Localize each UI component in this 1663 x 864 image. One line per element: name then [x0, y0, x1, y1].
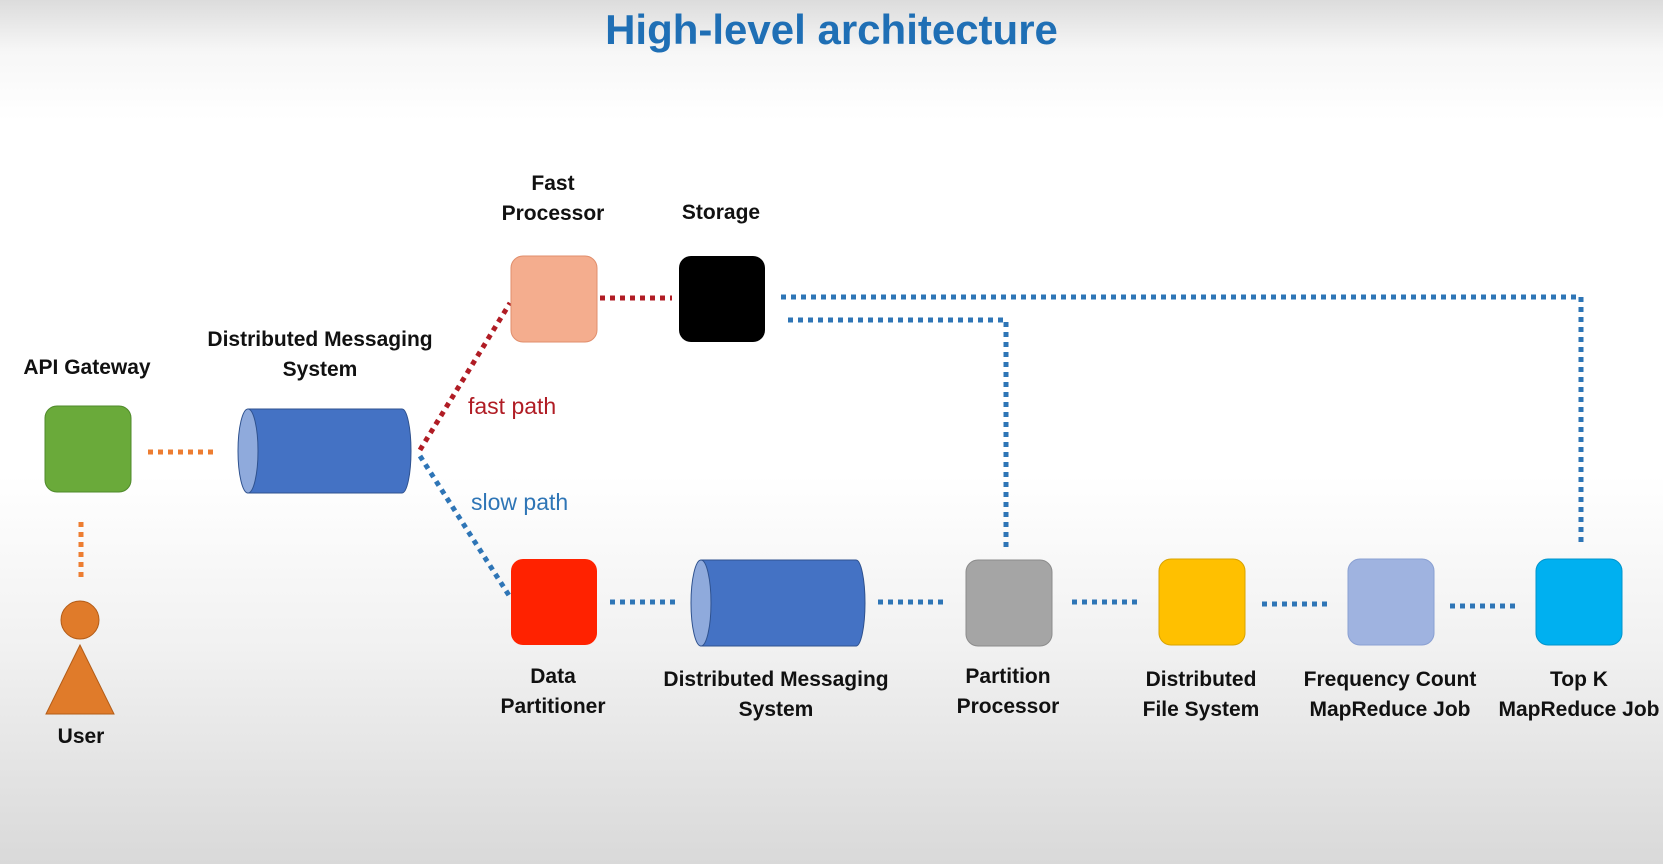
dms-top-cylinder: [237, 408, 412, 494]
storage-label: Storage: [681, 201, 761, 224]
connector-partition-storage: [785, 317, 1009, 547]
freq-count-box: [1347, 558, 1435, 646]
page-title: High-level architecture: [605, 6, 1058, 53]
data-partitioner-box: [511, 559, 597, 645]
connector-slow-path: [417, 454, 513, 599]
user-label: User: [57, 725, 105, 748]
slow-path-label: slow path: [471, 489, 569, 515]
top-k-box: [1535, 558, 1623, 646]
fast-processor-box: [510, 255, 598, 343]
user-icon: [45, 600, 115, 715]
storage-box: [679, 256, 765, 342]
connector-topk-storage: [778, 294, 1584, 542]
dfs-box: [1158, 558, 1246, 646]
api-gateway-box: [44, 405, 132, 493]
connector-fast-path: [417, 301, 513, 452]
api-gateway-label: API Gateway: [23, 356, 151, 379]
fast-path-label: fast path: [468, 393, 557, 419]
dms-bottom-cylinder: [690, 559, 866, 647]
partition-processor-box: [965, 559, 1053, 647]
